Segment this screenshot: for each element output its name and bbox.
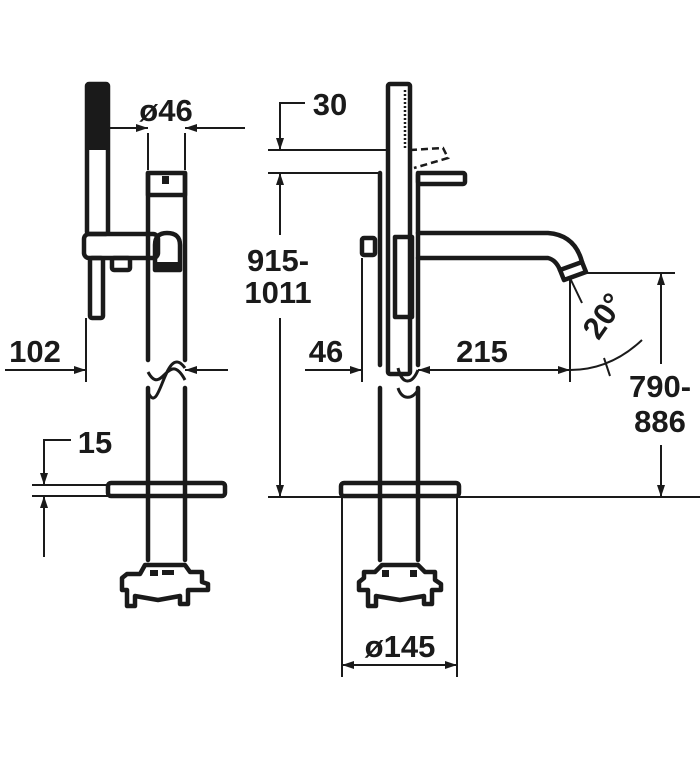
body-column-front: [377, 170, 421, 563]
floor-fitting-front: [356, 562, 444, 609]
dimension-side-projection: 102: [5, 318, 228, 382]
hand-shower-side: [84, 81, 111, 237]
dimension-spout-angle: 20°: [569, 277, 643, 377]
dimension-spout-reach: 215: [418, 280, 571, 382]
dimension-lever-raise: 30: [268, 87, 388, 174]
holder-side: [81, 230, 183, 321]
dimension-label: 915-: [247, 243, 309, 278]
dimension-label: 102: [9, 334, 61, 369]
dimension-label: 790-: [629, 369, 691, 404]
dimension-label: ø145: [365, 629, 436, 664]
lever-front: [409, 146, 468, 187]
dimension-label: 20°: [576, 287, 632, 345]
floor-plate-front: [338, 480, 462, 499]
side-view: ø46 102 15: [5, 81, 245, 609]
dimension-spout-height: 790- 886: [585, 272, 691, 497]
dimension-handshower-diameter: ø46: [108, 93, 245, 170]
dimension-label: 215: [456, 334, 508, 369]
hand-shower-front: [385, 81, 413, 377]
floor-plate-side: [105, 480, 228, 499]
dimension-label: 886: [634, 404, 686, 439]
dimension-plate-diameter: ø145: [341, 497, 458, 677]
floor-fitting-side: [119, 562, 211, 609]
dimension-label: 30: [313, 87, 347, 122]
dimension-plate-thickness: 15: [32, 425, 112, 557]
dimension-total-height: 915- 1011: [244, 173, 312, 497]
dimension-label: ø46: [139, 93, 192, 128]
spout: [359, 230, 589, 283]
dimension-label: 1011: [244, 275, 311, 310]
dimension-label: 46: [309, 334, 343, 369]
dimension-front-offset: 46: [305, 258, 363, 382]
body-column-side: [145, 170, 188, 563]
front-view: 30 915- 1011 46 215 20°: [244, 81, 700, 677]
dimension-label: 15: [78, 425, 112, 460]
